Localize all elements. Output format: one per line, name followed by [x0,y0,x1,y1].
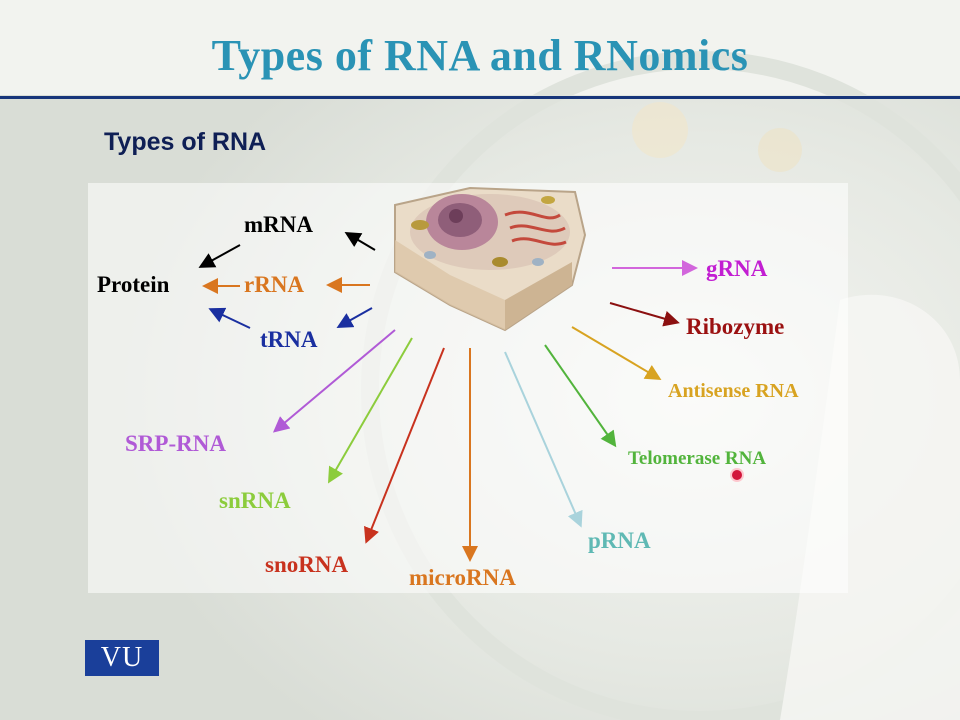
label-mrna: mRNA [244,212,313,237]
label-rrna: rRNA [244,272,305,297]
label-srp-rna: SRP-RNA [125,431,226,456]
label-telomerase-rna: Telomerase RNA [628,448,767,469]
laser-pointer-dot [732,470,742,480]
label-antisense-rna: Antisense RNA [668,380,799,402]
label-trna: tRNA [260,327,318,352]
section-heading: Types of RNA [104,128,267,156]
label-microrna: microRNA [409,565,516,590]
title-divider [0,96,960,99]
label-prna: pRNA [588,528,651,553]
vu-logo: VU [85,640,159,676]
label-protein: Protein [97,272,170,297]
label-grna: gRNA [706,256,768,281]
cell-illustration [394,186,587,332]
label-snorna: snoRNA [265,552,349,577]
label-ribozyme: Ribozyme [686,314,785,339]
slide-title: Types of RNA and RNomics [211,31,749,80]
label-snrna: snRNA [219,488,291,513]
